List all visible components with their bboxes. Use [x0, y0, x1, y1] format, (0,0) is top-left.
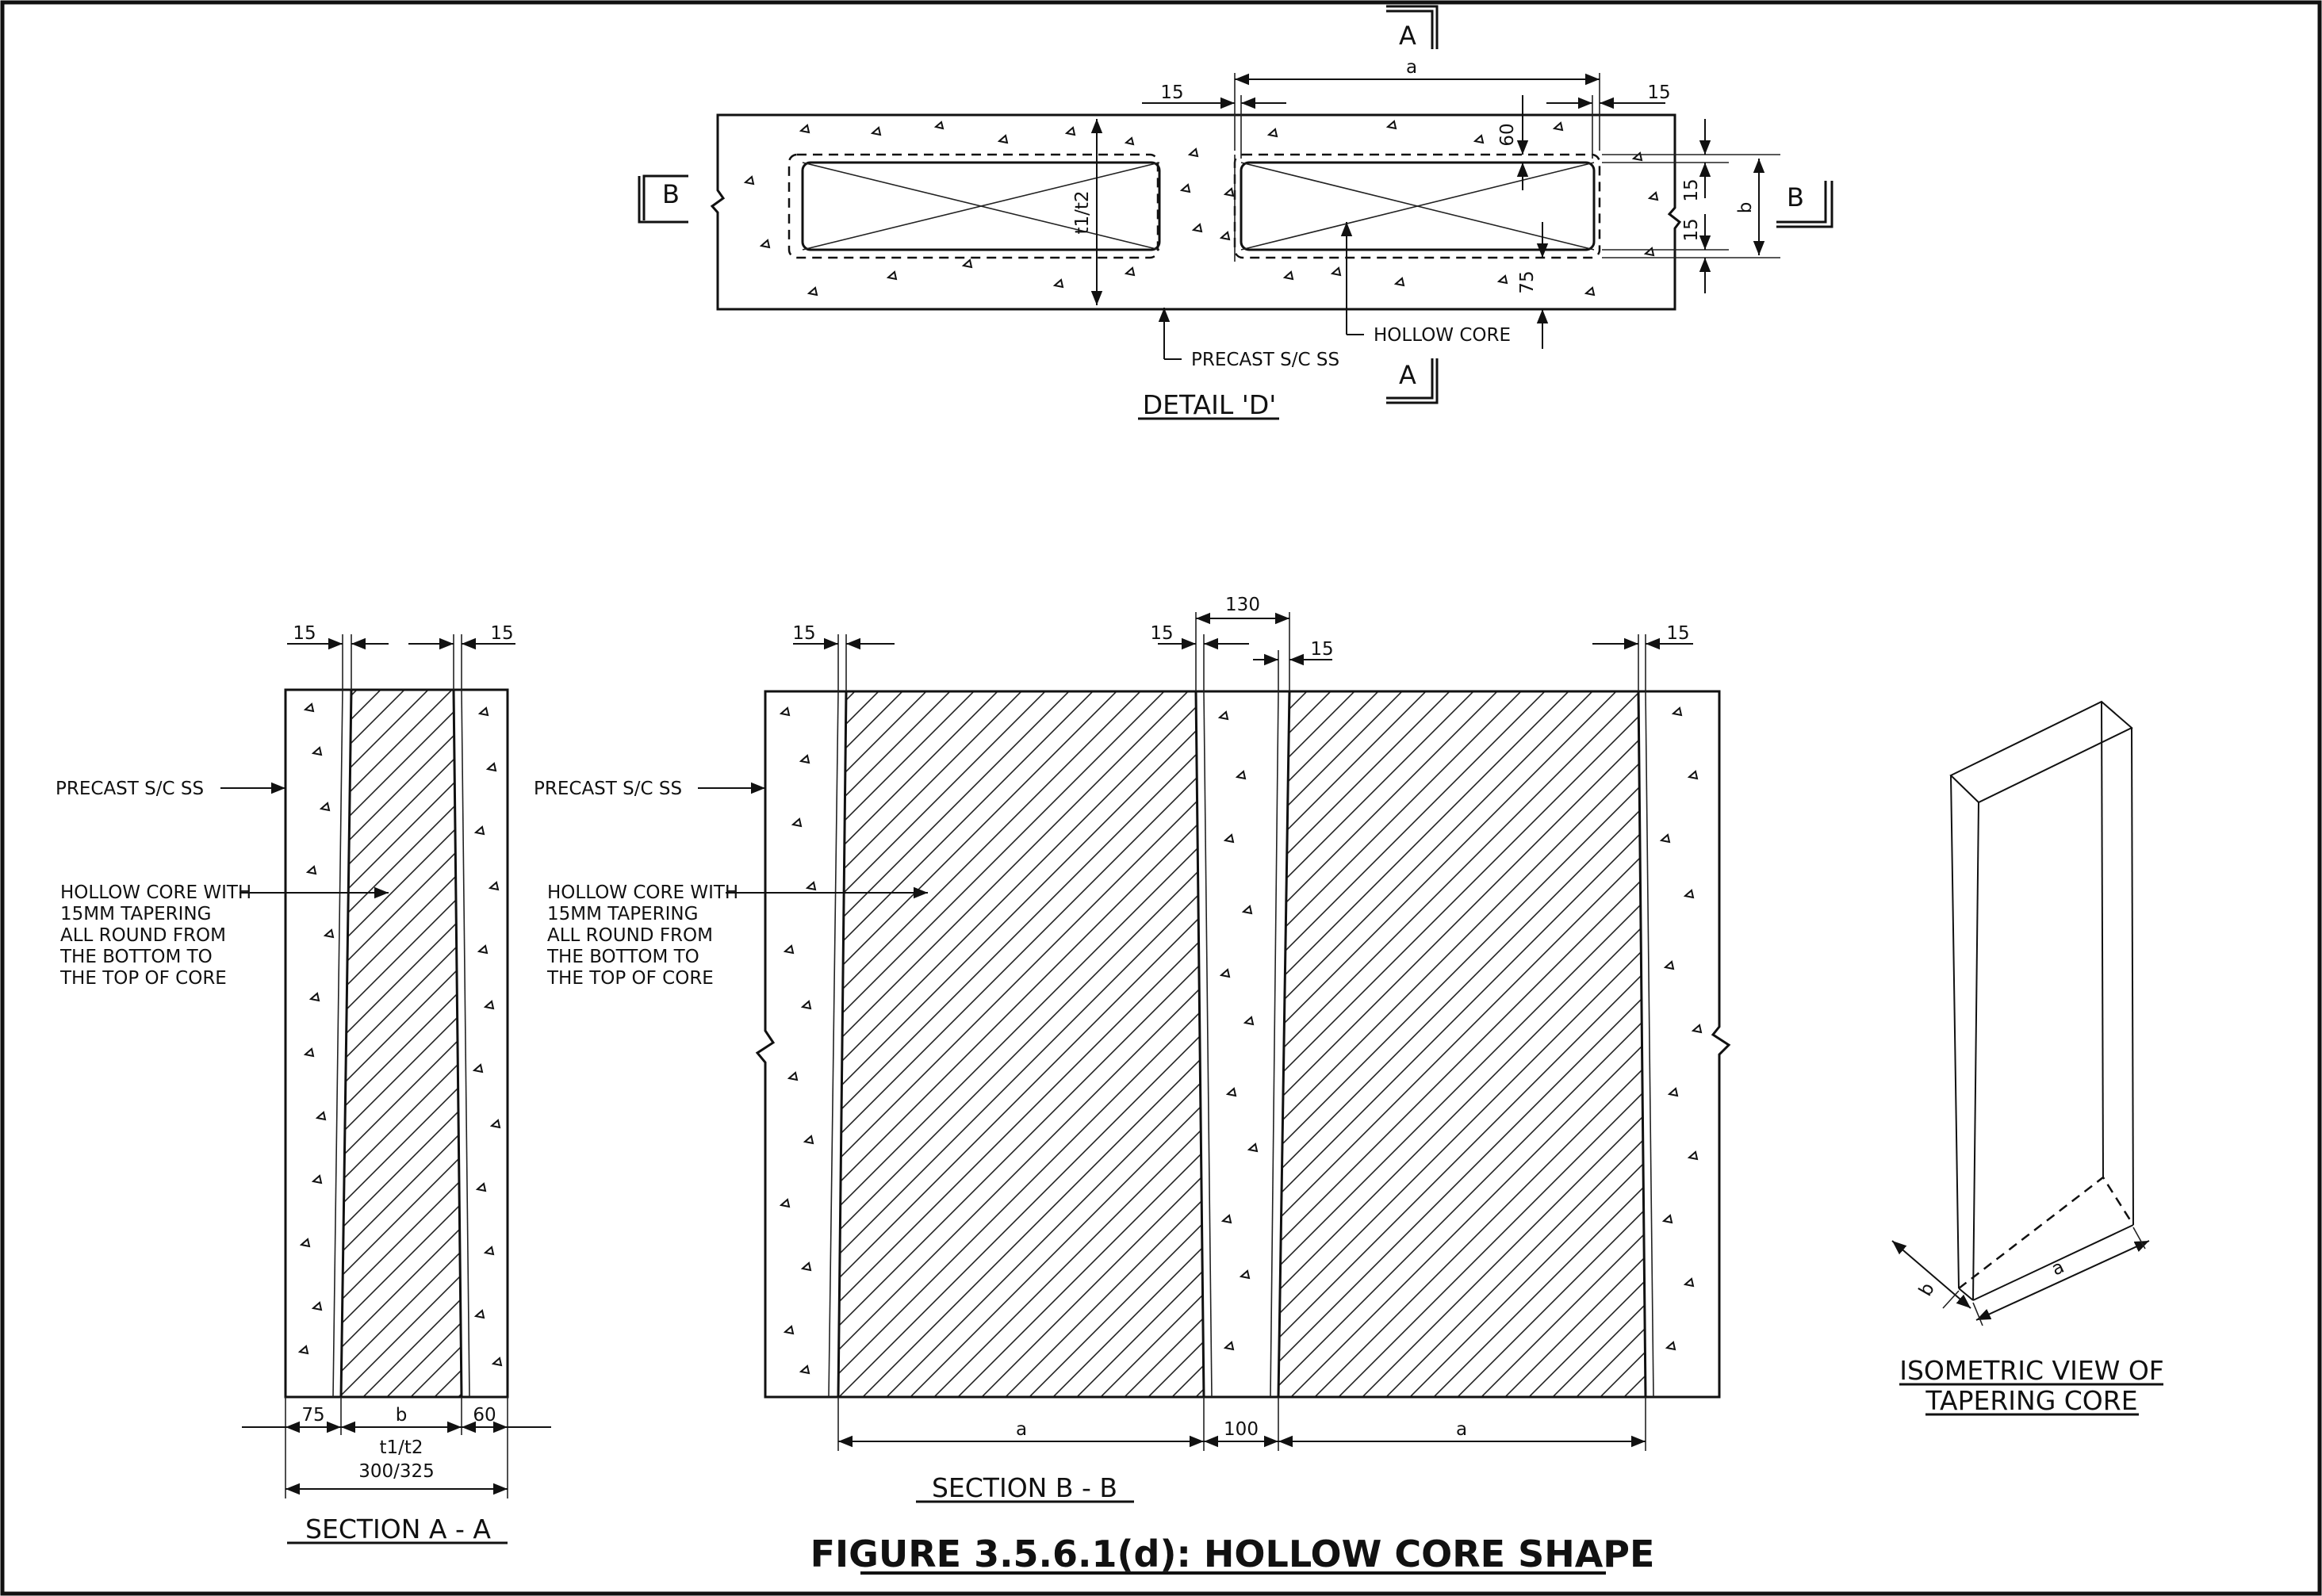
iso-dim-a: a: [2048, 1257, 2067, 1280]
section-bb-dim-15-a: 15: [792, 623, 815, 644]
svg-text:THE TOP OF CORE: THE TOP OF CORE: [59, 968, 227, 989]
section-bb-dim-a-left: a: [1016, 1419, 1027, 1440]
section-aa-dim-15-left: 15: [293, 623, 316, 644]
section-aa-dim-75: 75: [301, 1405, 324, 1426]
svg-text:B: B: [1787, 182, 1804, 212]
svg-text:THE BOTTOM TO: THE BOTTOM TO: [546, 947, 699, 967]
detail-dim-15-right: 15: [1647, 82, 1670, 103]
svg-text:THE BOTTOM TO: THE BOTTOM TO: [59, 947, 213, 967]
section-aa-aggregate: [297, 702, 503, 1367]
figure-caption: FIGURE 3.5.6.1(d): HOLLOW CORE SHAPE: [810, 1533, 1655, 1575]
iso-title-line2: TAPERING CORE: [1925, 1385, 2137, 1416]
iso-dim-b: b: [1915, 1280, 1939, 1300]
section-bb-dim-130: 130: [1225, 595, 1260, 615]
svg-text:HOLLOW CORE WITH: HOLLOW CORE WITH: [60, 882, 251, 903]
detail-label-precast: PRECAST S/C SS: [1191, 350, 1339, 370]
svg-text:15MM TAPERING: 15MM TAPERING: [60, 904, 211, 924]
detail-slab-outline: [710, 113, 1682, 311]
section-aa-core: [339, 688, 463, 1399]
detail-dim-b: b: [1735, 202, 1756, 214]
section-aa-dim-t1t2: t1/t2: [379, 1437, 423, 1458]
section-bb-core-right: [1277, 690, 1647, 1399]
detail-dim-15-v2: 15: [1681, 218, 1702, 241]
section-mark-b-right: B: [1776, 181, 1833, 228]
iso-top-face: [1949, 700, 2133, 804]
svg-text:B: B: [662, 179, 680, 209]
detail-core-right-inner: [1240, 161, 1596, 251]
svg-text:HOLLOW CORE WITH: HOLLOW CORE WITH: [547, 882, 738, 903]
detail-dim-a: a: [1406, 57, 1417, 78]
section-bb-dim-a-right: a: [1456, 1419, 1467, 1440]
detail-core-left-inner: [801, 161, 1161, 251]
svg-text:ALL ROUND FROM: ALL ROUND FROM: [60, 925, 226, 946]
detail-dim-15-left: 15: [1160, 82, 1183, 103]
detail-d: a 15 15 60 75 t1/t2 b 15 15: [638, 5, 1833, 420]
detail-dim-60: 60: [1497, 123, 1518, 146]
isometric-view: a b ISOMETRIC VIEW OF TAPERING CORE: [1891, 700, 2164, 1416]
section-bb-aggregate: [779, 706, 1703, 1375]
section-bb-dim-100: 100: [1224, 1419, 1259, 1440]
section-bb-dim-15-b: 15: [1150, 623, 1173, 644]
detail-core-left-outer: [787, 153, 1159, 259]
svg-text:THE TOP OF CORE: THE TOP OF CORE: [546, 968, 714, 989]
detail-label-hollow-core: HOLLOW CORE: [1374, 325, 1511, 346]
detail-aggregate-marks: [743, 120, 1659, 297]
svg-text:A: A: [1399, 360, 1416, 390]
svg-text:15MM TAPERING: 15MM TAPERING: [547, 904, 698, 924]
section-aa-title: SECTION A - A: [305, 1514, 491, 1544]
section-bb: 15 130 15 15 15 a 100 a PRECAST S/C SS: [534, 595, 1731, 1503]
section-mark-b-left: B: [638, 174, 688, 224]
section-aa-dim-total: 300/325: [358, 1461, 435, 1482]
section-aa-label-hollow: HOLLOW CORE WITH 15MM TAPERING ALL ROUND…: [59, 882, 251, 989]
section-aa-label-precast: PRECAST S/C SS: [56, 779, 204, 799]
section-aa-dim-15-right: 15: [490, 623, 513, 644]
detail-d-title: DETAIL 'D': [1143, 389, 1277, 420]
iso-title-line1: ISOMETRIC VIEW OF: [1899, 1355, 2164, 1386]
section-aa-dim-60: 60: [473, 1405, 496, 1426]
section-bb-label-precast: PRECAST S/C SS: [534, 779, 682, 799]
detail-dim-75: 75: [1517, 270, 1538, 293]
section-aa: 15 15 75 b 60 t1/t2 300/325 PRECAST S/C …: [56, 623, 551, 1544]
section-bb-dim-15-c: 15: [1310, 639, 1333, 660]
svg-text:A: A: [1399, 21, 1416, 51]
section-bb-label-hollow: HOLLOW CORE WITH 15MM TAPERING ALL ROUND…: [546, 882, 738, 989]
section-bb-core-left: [837, 690, 1205, 1399]
section-aa-dim-b: b: [396, 1405, 408, 1426]
section-bb-dim-15-d: 15: [1666, 623, 1689, 644]
detail-dim-15-v1: 15: [1681, 178, 1702, 201]
svg-text:ALL ROUND FROM: ALL ROUND FROM: [547, 925, 713, 946]
section-mark-a-top: A: [1386, 5, 1439, 51]
detail-dim-t1t2: t1/t2: [1072, 190, 1093, 234]
section-bb-title: SECTION B - B: [932, 1472, 1117, 1503]
section-bb-outline: [755, 690, 1731, 1399]
section-mark-a-bottom: A: [1386, 358, 1439, 404]
